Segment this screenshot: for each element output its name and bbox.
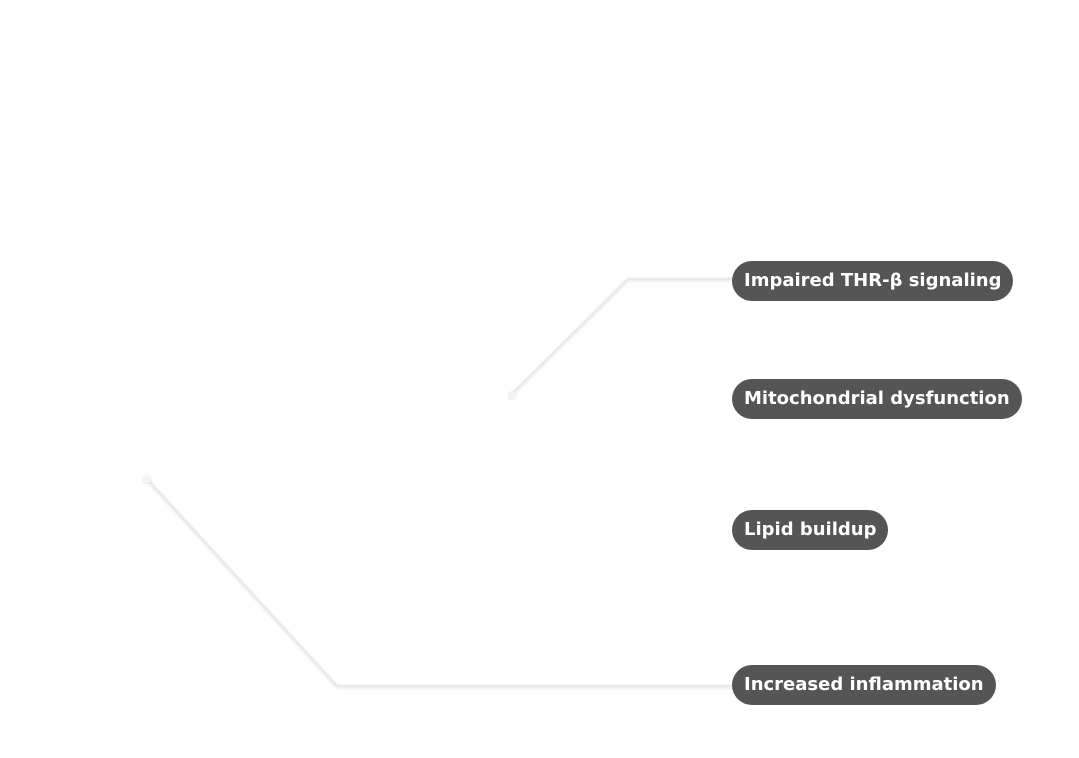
label-impaired-thr-beta-signaling: Impaired THR-β signaling bbox=[732, 261, 1014, 301]
label-mitochondrial-dysfunction: Mitochondrial dysfunction bbox=[732, 379, 1022, 419]
anchor-dot-inflammation bbox=[143, 475, 151, 483]
leader-line-thr-beta bbox=[510, 277, 734, 396]
label-increased-inflammation: Increased inflammation bbox=[732, 665, 996, 705]
label-lipid-buildup: Lipid buildup bbox=[732, 510, 889, 550]
leader-line-inflammation bbox=[145, 477, 734, 688]
anchor-dot-thr-beta bbox=[508, 391, 516, 399]
